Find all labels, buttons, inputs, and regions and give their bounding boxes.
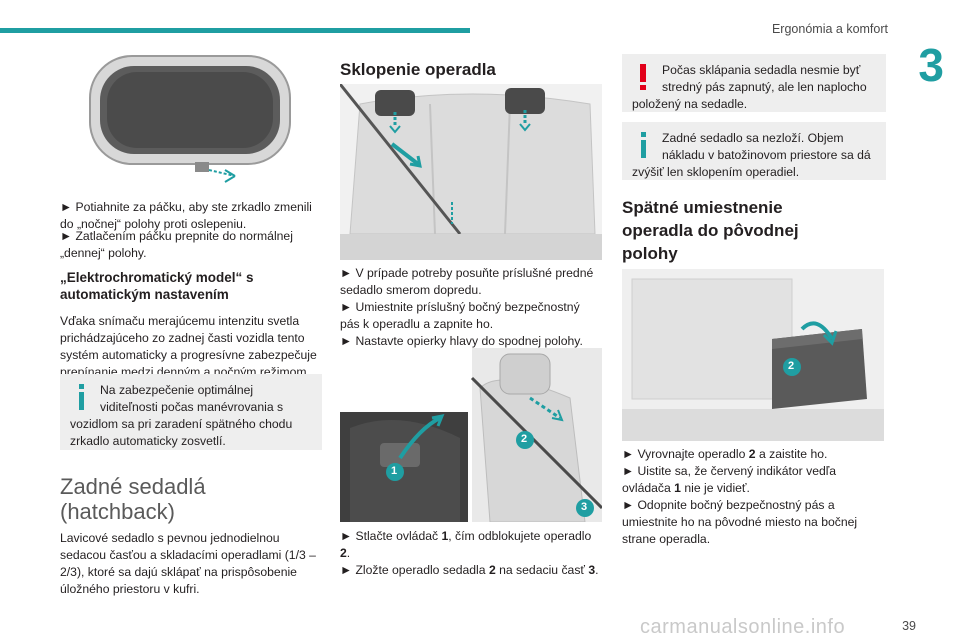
- callout-1: 1: [391, 465, 398, 477]
- prep-step-1: ► V prípade potreby posuňte príslušné pr…: [340, 266, 594, 297]
- electrochromatic-note-text: Na zabezpečenie optimálnej viditeľnosti …: [70, 383, 293, 448]
- electrochromatic-text: Vďaka snímaču merajúcemu intenzitu svetl…: [60, 314, 317, 379]
- callout-2: 2: [521, 433, 528, 445]
- restore-step-2: ► Uistite sa, že červený indikátor vedľa…: [622, 464, 837, 495]
- rear-mirror-drawing: [87, 48, 294, 188]
- backrest-ref-2: 2: [340, 546, 347, 560]
- header-accent-bar: [0, 28, 470, 33]
- callout-restore-2: 2: [788, 360, 795, 372]
- rear-seat-backrest-illustration: [340, 84, 602, 260]
- trunk-backrest-illustration: 2: [622, 269, 884, 441]
- cushion-ref-3: 3: [588, 563, 596, 577]
- warning-note-text: Počas sklápania sedadla nesmie byť stred…: [632, 63, 867, 111]
- prep-step-2: ► Umiestnite príslušný bočný bezpečnostn…: [340, 300, 580, 331]
- backrest-ref-2b: 2: [488, 563, 496, 577]
- section-title-line-1: Zadné sedadlá: [60, 474, 206, 499]
- section-title-line-2: (hatchback): [60, 499, 175, 524]
- chapter-number: 3: [918, 39, 944, 91]
- fold-step-2: ► Zložte operadlo sedadla 2 na sedaciu č…: [340, 563, 599, 577]
- watermark: carmanualsonline.info: [640, 616, 846, 638]
- rear-seat-backrest-drawing: [340, 84, 602, 260]
- page-number: 39: [902, 619, 916, 633]
- info-note: Zadné sedadlo sa nezloží. Objem nákladu …: [622, 122, 886, 180]
- fold-backrest-drawing: [340, 348, 602, 522]
- info-icon: [70, 382, 96, 412]
- fold-step-1: ► Stlačte ovládač 1, čím odblokujete ope…: [340, 529, 592, 560]
- warning-icon: [632, 62, 658, 92]
- electrochromatic-info-note: Na zabezpečenie optimálnej viditeľnosti …: [60, 374, 322, 450]
- rear-seats-text: Lavicové sedadlo s pevnou jednodielnou s…: [60, 531, 316, 596]
- info-icon-2: [632, 130, 658, 160]
- callout-3: 3: [581, 501, 588, 513]
- fold-backrest-illustration: 1 2 3: [340, 348, 602, 522]
- restore-backrest-heading: Spätné umiestnenie operadla do pôvodnej …: [622, 198, 799, 263]
- rear-mirror-illustration: [87, 48, 294, 188]
- control-ref-1: 1: [441, 529, 449, 543]
- warning-note: Počas sklápania sedadla nesmie byť stred…: [622, 54, 886, 112]
- mirror-step-2: ► Zatlačením páčku prepnite do normálnej…: [60, 229, 293, 260]
- restore-step-1: ► Vyrovnajte operadlo 2 a zaistite ho.: [622, 447, 828, 461]
- prep-step-3: ► Nastavte opierky hlavy do spodnej polo…: [340, 334, 583, 348]
- backrest-ref-restore: 2: [748, 447, 756, 461]
- restore-step-3: ► Odopnite bočný bezpečnostný pás a umie…: [622, 498, 858, 546]
- chapter-title: Ergonómia a komfort: [771, 22, 888, 36]
- fold-backrest-heading: Sklopenie operadla: [340, 60, 496, 79]
- trunk-backrest-drawing: [622, 269, 884, 441]
- info-note-text: Zadné sedadlo sa nezloží. Objem nákladu …: [632, 131, 871, 179]
- chapter-tab: 3: [902, 0, 960, 104]
- control-ref-restore: 1: [674, 481, 681, 495]
- electrochromatic-heading: „Elektrochromatický model“ s automatický…: [60, 270, 254, 302]
- mirror-step-1: ► Potiahnite za páčku, aby ste zrkadlo z…: [60, 200, 312, 231]
- section-title-rear-seats: Zadné sedadlá (hatchback): [60, 474, 320, 524]
